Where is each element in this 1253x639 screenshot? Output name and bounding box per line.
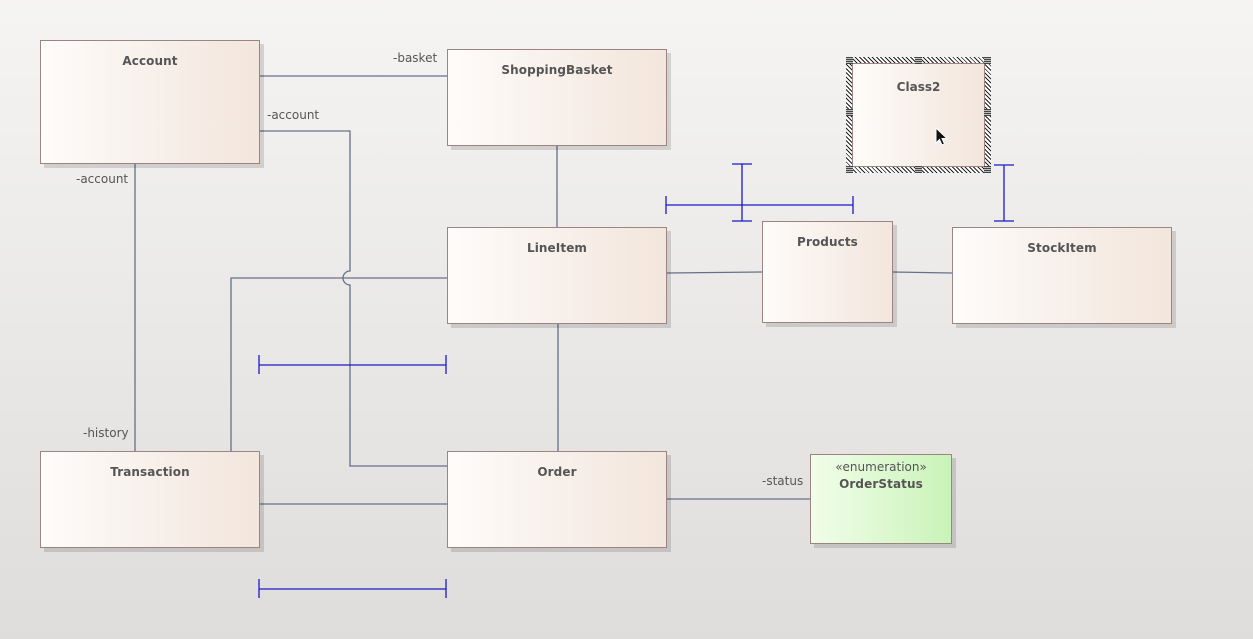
connector-lineitem-transaction[interactable] — [230, 277, 447, 451]
alignment-guide-horizontal — [665, 196, 854, 214]
class-name: Class2 — [896, 80, 941, 94]
role-label-basket: -basket — [393, 51, 438, 65]
class-name: ShoppingBasket — [501, 63, 613, 77]
alignment-guide-horizontal — [258, 579, 447, 598]
class-stockitem[interactable]: StockItem — [952, 227, 1172, 324]
class-name: LineItem — [526, 241, 588, 255]
alignment-guide-vertical — [732, 163, 752, 222]
class-name: Order — [537, 465, 577, 479]
alignment-guide-vertical — [994, 164, 1014, 222]
role-label-history: -history — [83, 426, 129, 440]
resize-handle[interactable] — [984, 57, 991, 64]
connector-products-stockitem[interactable] — [892, 271, 953, 274]
class-transaction[interactable]: Transaction — [40, 451, 260, 548]
class-class2-selected[interactable]: Class2 — [846, 57, 991, 173]
role-label-status: -status — [762, 474, 804, 488]
class-class2[interactable]: Class2 — [852, 63, 985, 167]
class-order[interactable]: Order — [447, 451, 667, 548]
resize-handle[interactable] — [915, 166, 922, 173]
resize-handle[interactable] — [984, 109, 991, 116]
stereotype-label: «enumeration» — [835, 460, 927, 474]
resize-handle[interactable] — [984, 166, 991, 173]
class-shoppingbasket[interactable]: ShoppingBasket — [447, 49, 667, 146]
class-name: Transaction — [110, 465, 190, 479]
class-products[interactable]: Products — [762, 221, 893, 323]
enum-orderstatus[interactable]: «enumeration» OrderStatus — [810, 454, 952, 544]
resize-handle[interactable] — [915, 57, 922, 64]
connector-lineitem-products[interactable] — [666, 271, 763, 274]
class-name: Account — [122, 54, 178, 68]
resize-handle[interactable] — [846, 109, 853, 116]
resize-handle[interactable] — [846, 166, 853, 173]
connector-account-order[interactable] — [260, 130, 447, 467]
alignment-guide-horizontal — [258, 355, 447, 374]
class-name: Products — [797, 235, 858, 249]
class-name: StockItem — [1027, 241, 1097, 255]
class-lineitem[interactable]: LineItem — [447, 227, 667, 324]
class-account[interactable]: Account — [40, 40, 260, 164]
class-name: OrderStatus — [839, 477, 923, 491]
role-label-account: -account — [267, 108, 320, 122]
resize-handle[interactable] — [846, 57, 853, 64]
role-label-account: -account — [76, 172, 129, 186]
mouse-cursor-icon — [935, 127, 949, 146]
